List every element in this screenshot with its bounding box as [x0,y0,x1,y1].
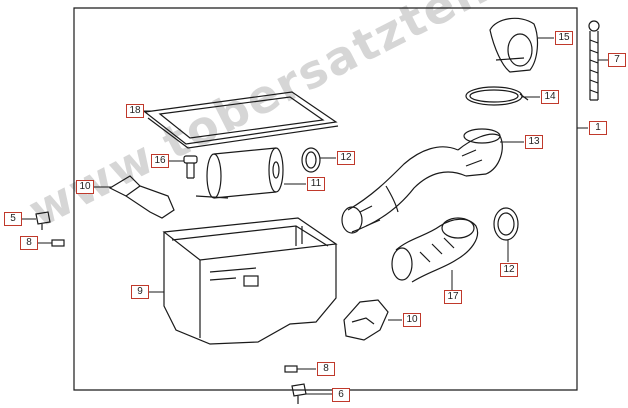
callout-12b: 12 [500,263,518,277]
long-bolt [588,20,600,101]
intake-hose [341,128,503,234]
assembly-frame [73,7,578,391]
clamp-ring [465,86,529,106]
callout-16: 16 [151,154,169,168]
filter-element [195,147,284,199]
clamp-small [301,147,321,173]
callout-14: 14 [541,90,559,104]
screw-6 [291,383,307,404]
callout-15: 15 [555,31,573,45]
callout-17: 17 [444,290,462,304]
clamp-duct [493,207,519,241]
bolt [183,155,198,179]
callout-18: 18 [126,104,144,118]
callout-10a: 10 [76,180,94,194]
callout-9: 9 [131,285,149,299]
nut-8-left [51,239,65,247]
callout-12a: 12 [337,151,355,165]
lid-plate [143,91,339,149]
callout-7: 7 [608,53,626,67]
connecting-duct [391,217,479,283]
callout-13: 13 [525,135,543,149]
air-box-housing [162,217,338,345]
callout-10b: 10 [403,313,421,327]
callout-5: 5 [4,212,22,226]
bracket-lower [343,299,389,341]
screw-5 [35,211,51,230]
callout-6: 6 [332,388,350,402]
nut-8-bottom [284,365,298,373]
callout-1: 1 [589,121,607,135]
callout-8b: 8 [317,362,335,376]
bracket-upper [108,175,175,219]
callout-8a: 8 [20,236,38,250]
elbow-duct [489,17,539,73]
callout-11: 11 [307,177,325,191]
